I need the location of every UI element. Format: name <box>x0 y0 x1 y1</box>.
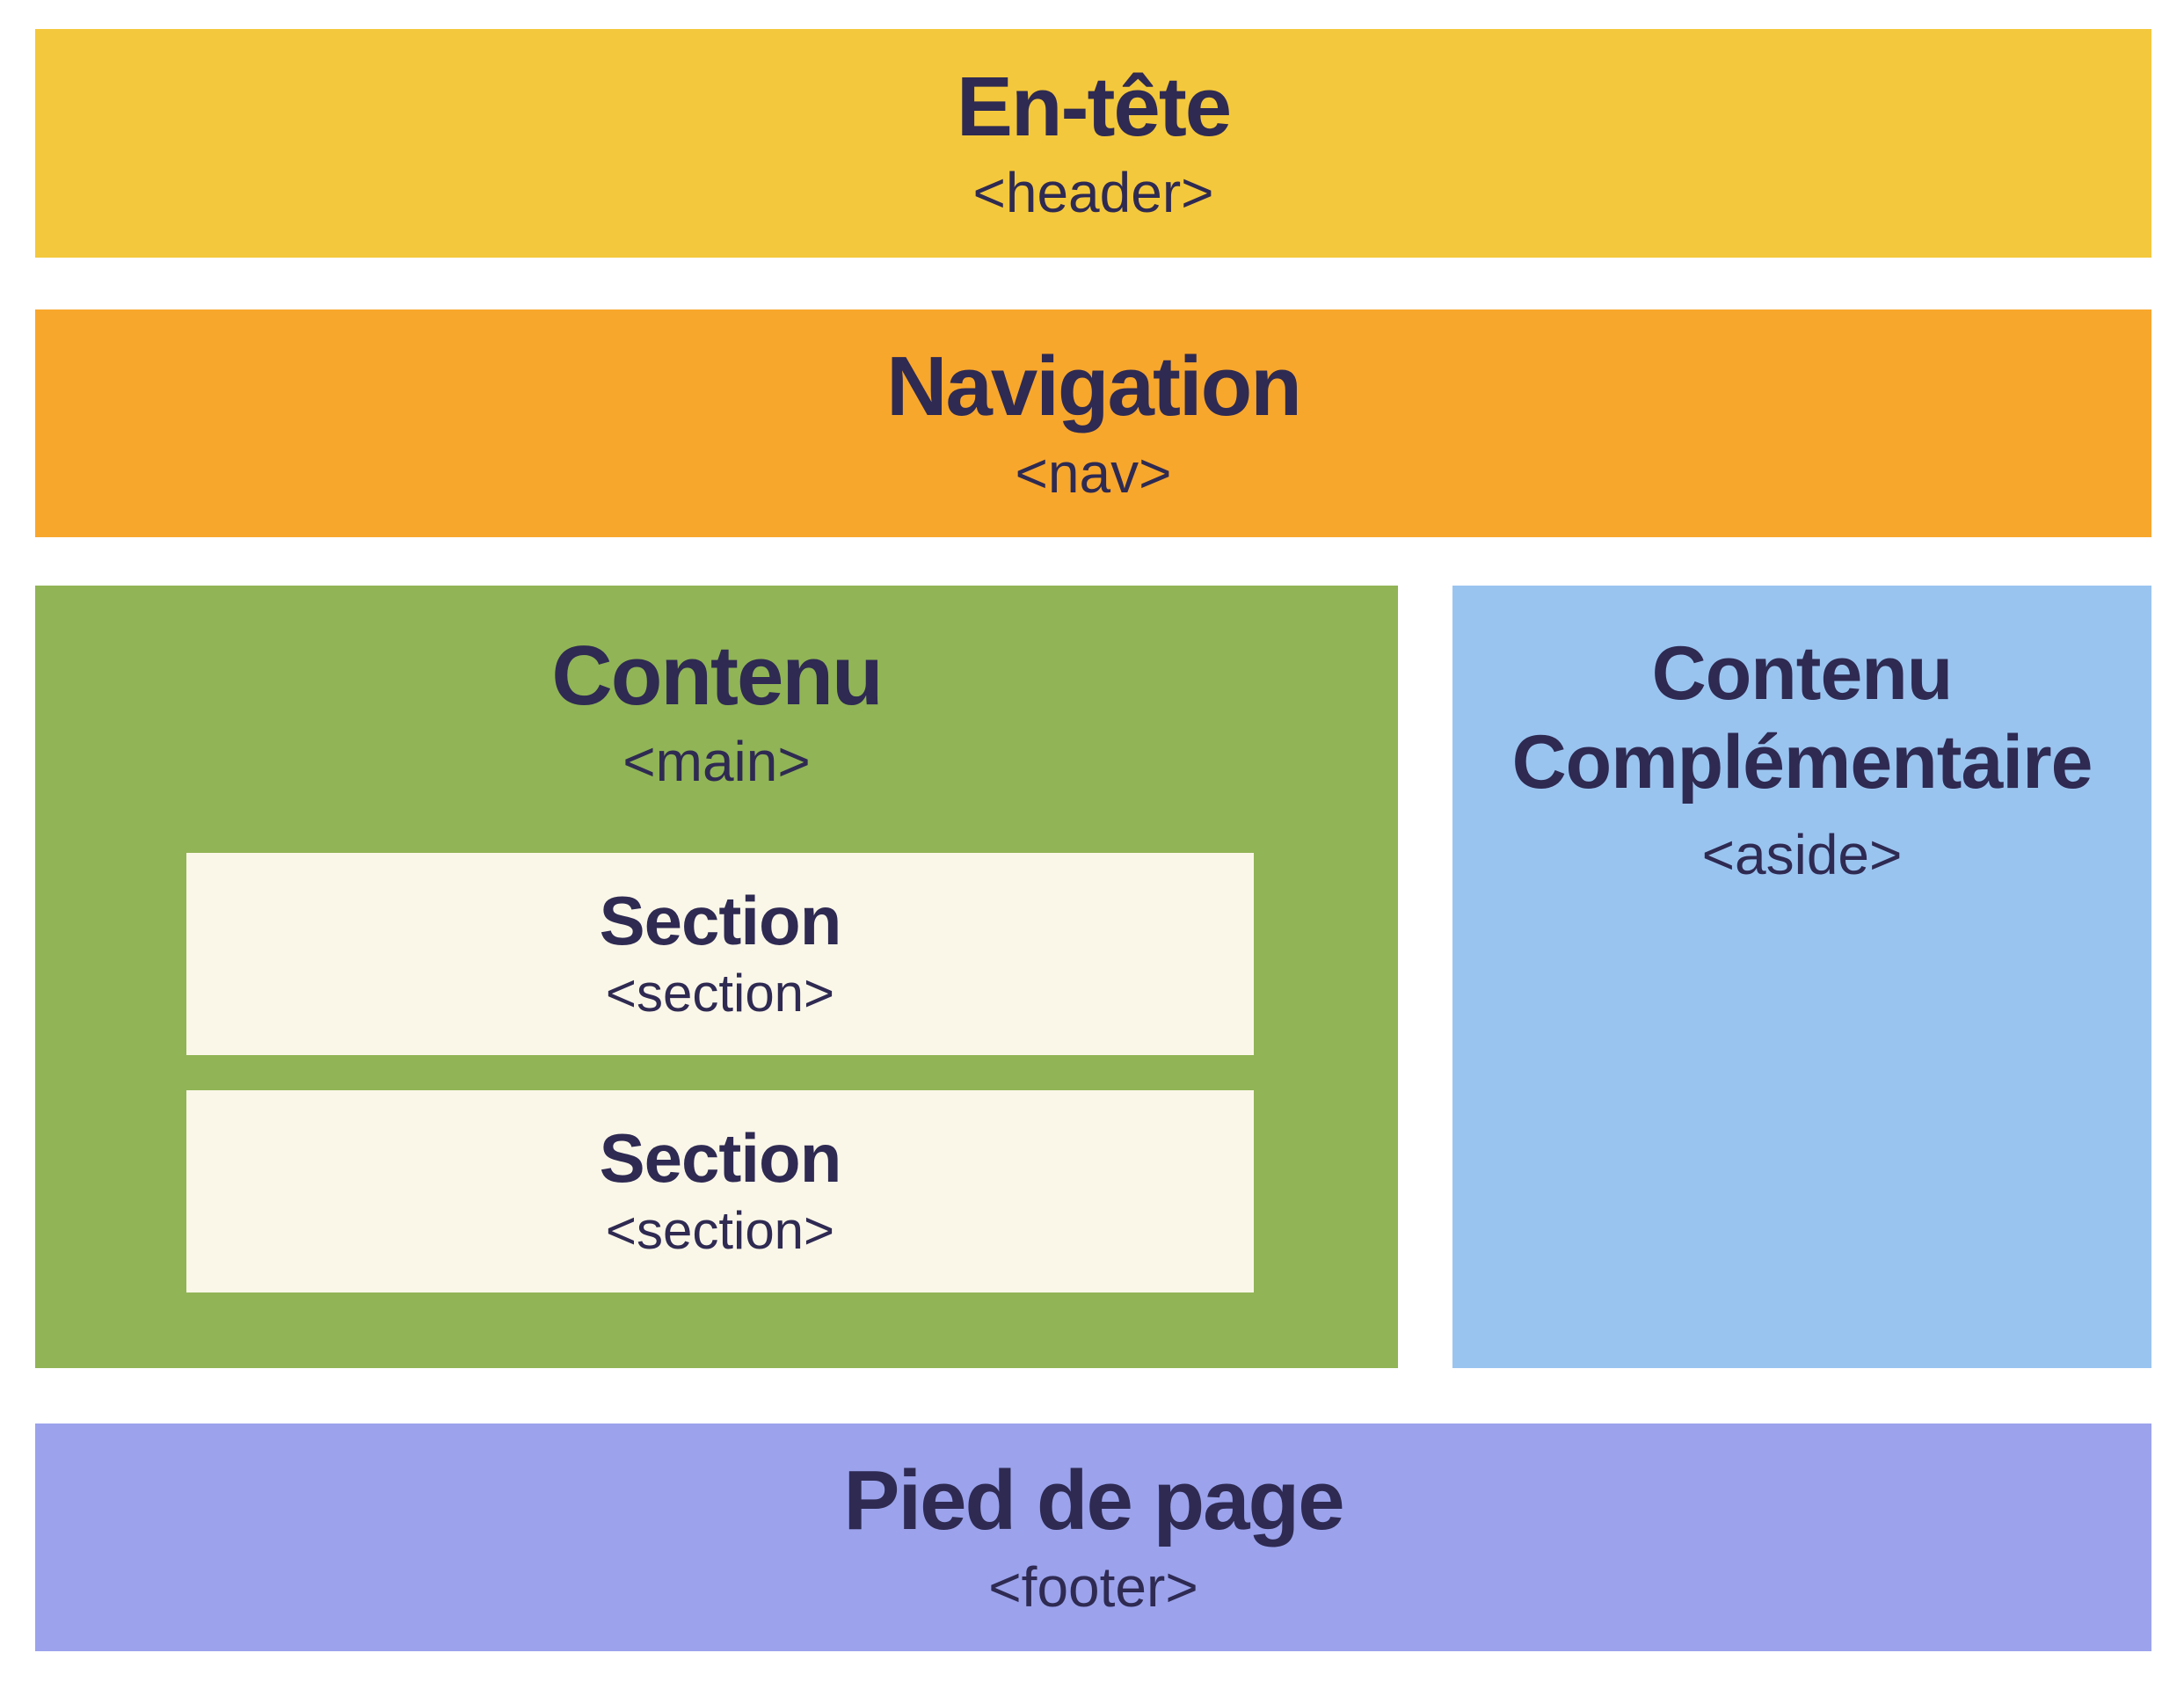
section-title: Section <box>599 1118 842 1197</box>
sections-container: Section <section> Section <section> <box>186 853 1254 1292</box>
aside-title: Contenu Complémentaire <box>1511 631 2093 805</box>
footer-tag: <footer> <box>988 1555 1198 1619</box>
aside-tag: <aside> <box>1701 823 1903 887</box>
section-tag: <section> <box>605 1201 835 1261</box>
footer-title: Pied de page <box>843 1453 1344 1548</box>
nav-title: Navigation <box>886 339 1302 434</box>
nav-block: Navigation <nav> <box>35 309 2151 537</box>
main-title: Contenu <box>551 629 883 723</box>
nav-tag: <nav> <box>1015 441 1172 505</box>
footer-block: Pied de page <footer> <box>35 1424 2151 1651</box>
aside-block: Contenu Complémentaire <aside> <box>1452 586 2151 1368</box>
section-tag: <section> <box>605 964 835 1023</box>
header-tag: <header> <box>972 161 1214 225</box>
header-block: En-tête <header> <box>35 29 2151 258</box>
header-title: En-tête <box>956 59 1232 154</box>
section-block: Section <section> <box>186 1090 1254 1292</box>
main-tag: <main> <box>622 730 811 794</box>
section-block: Section <section> <box>186 853 1254 1055</box>
main-content-block: Contenu <main> Section <section> Section… <box>35 586 1398 1368</box>
section-title: Section <box>599 881 842 959</box>
